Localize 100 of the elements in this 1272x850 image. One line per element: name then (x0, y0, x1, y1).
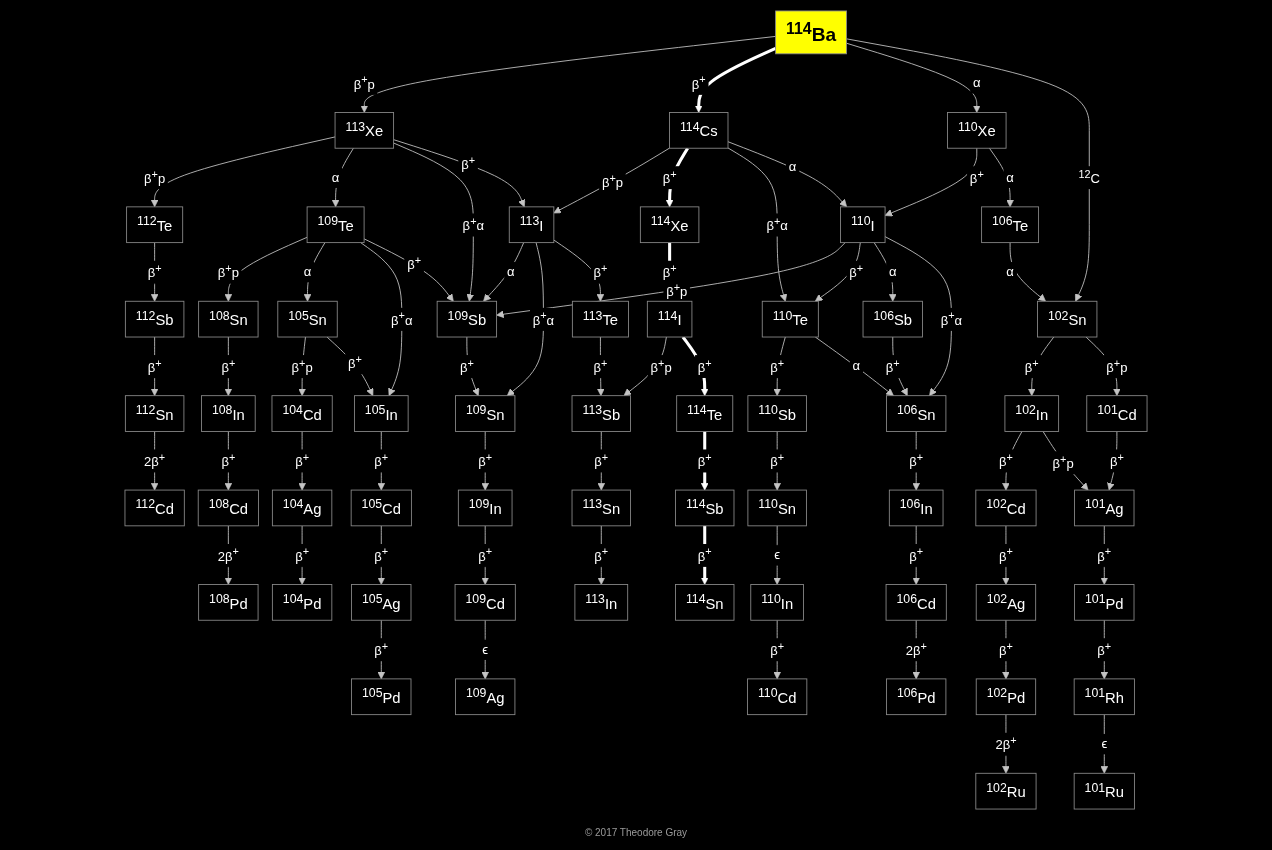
edge-label: β$^{+}$ (461, 154, 475, 172)
node-box: $^{105}$Cd (350, 489, 412, 527)
edge-label: β$^{+}$ (662, 168, 677, 186)
edge-label: β$^{+}$ (849, 262, 864, 280)
node-box: $^{105}$In (354, 395, 409, 432)
edge-label: β$^{+}$p (1106, 357, 1128, 375)
node-box: $^{105}$Pd (351, 678, 412, 716)
node-box: $^{113}$Te (571, 300, 629, 338)
edge-label: β$^{+}$ (909, 545, 924, 564)
edge-label: ϵ (1101, 735, 1108, 751)
edge-label: β$^{+}$p (1052, 453, 1074, 471)
edge-label: β$^{+}$ (295, 451, 310, 469)
node-box: $^{113}$Sb (571, 395, 631, 432)
arrow (681, 336, 709, 396)
edge-label: $^{12}$C (1078, 168, 1101, 186)
node-box: $^{112}$Te (126, 206, 184, 244)
node-box: $^{101}$Ag (1074, 489, 1135, 527)
node-box: $^{104}$Ag (271, 489, 333, 527)
node-box: $^{101}$Ru (1073, 772, 1135, 810)
node-box: $^{114}$Cs (669, 112, 729, 149)
node-box: $^{114}$Te (676, 395, 734, 432)
edge-label: β$^{+}$α (532, 309, 555, 328)
edge-label: β$^{+}$α (940, 309, 963, 328)
node-box: $^{109}$Te (306, 206, 365, 244)
edge-label: β$^{+}$ (593, 262, 608, 280)
node-box: $^{108}$Pd (198, 584, 259, 621)
edge-label: β$^{+}$ (374, 640, 389, 658)
node-box: $^{102}$Sn (1037, 300, 1098, 338)
node-box: $^{106}$Te (981, 206, 1039, 244)
edge-label: β$^{+}$ (697, 545, 712, 564)
edge-label: β$^{+}$ (999, 640, 1013, 658)
edge-label: β$^{+}$ (697, 451, 712, 469)
node-box: $^{106}$Pd (886, 678, 947, 716)
edge-label: β$^{+}$α (766, 215, 788, 233)
node-box: $^{105}$Sn (277, 300, 338, 338)
node-box: $^{109}$Sn (455, 395, 516, 432)
edge-label: β$^{+}$ (1109, 451, 1124, 469)
node-box: $^{110}$Cd (747, 678, 808, 716)
edge-label: β$^{+}$ (478, 451, 493, 469)
node-box: $^{110}$I (840, 206, 886, 244)
edge-label: β$^{+}$ (221, 451, 236, 469)
node-box: $^{102}$Ru (975, 772, 1037, 810)
edge-label: 2β$^{+}$ (905, 640, 927, 658)
edge-label: β$^{+}$ (374, 451, 389, 469)
node-box: $^{114}$Sb (675, 489, 735, 527)
edge-label: β$^{+}$ (691, 73, 706, 92)
edge-label: β$^{+}$α (391, 309, 413, 328)
edge-label: β$^{+}$ (969, 168, 984, 186)
node-box: $^{106}$Sb (862, 300, 923, 338)
edge-label: β$^{+}$ (295, 545, 310, 564)
edge-label: α (1006, 263, 1014, 279)
node-box: $^{110}$In (750, 584, 804, 621)
edge-label: β$^{+}$ (594, 451, 609, 469)
edge-label: β$^{+}$ (147, 357, 162, 375)
edge-label: β$^{+}$ (593, 357, 608, 375)
edge-label: β$^{+}$p (144, 168, 166, 186)
edge-label: α (852, 358, 861, 374)
edge-label: 2β$^{+}$ (217, 545, 239, 564)
edge-label: 2β$^{+}$ (144, 451, 166, 469)
edge-label: α (788, 158, 797, 174)
edge-label: β$^{+}$ (697, 357, 712, 375)
edge-label: α (303, 263, 312, 279)
node-box: $^{106}$Sn (886, 395, 947, 432)
edge-label: α (888, 263, 897, 279)
edge-label: β$^{+}$p (666, 281, 688, 299)
edge-label: α (331, 169, 340, 185)
node-box: $^{108}$Cd (197, 489, 259, 527)
arrow (694, 47, 777, 113)
edge-label: α (507, 263, 515, 279)
node-box: $^{113}$In (574, 584, 629, 621)
node-box: $^{104}$Pd (271, 584, 333, 621)
node-box: $^{102}$Ag (975, 584, 1037, 621)
node-box: $^{102}$Pd (975, 678, 1037, 716)
edge-label: β$^{+}$p (217, 262, 239, 280)
edge-label: β$^{+}$ (594, 545, 609, 564)
node-box: $^{110}$Sb (747, 395, 807, 432)
node-box: $^{101}$Cd (1086, 395, 1148, 432)
edge-label: β$^{+}$ (770, 451, 785, 469)
node-box: $^{102}$Cd (975, 489, 1037, 527)
node-box: $^{112}$Cd (124, 489, 185, 527)
edge-label: β$^{+}$ (999, 451, 1013, 469)
edge-label: 2β$^{+}$ (995, 734, 1017, 752)
node-box: $^{113}$Sn (571, 489, 631, 527)
node-box: $^{114}$Sn (675, 584, 735, 621)
node-box: $^{112}$Sb (124, 300, 185, 338)
node-box: $^{109}$Ag (455, 678, 516, 716)
edge-label: ϵ (774, 547, 781, 562)
node-box: $^{102}$In (1004, 395, 1060, 432)
edge-label: β$^{+}$ (459, 357, 474, 375)
arrow (665, 147, 689, 208)
node-box: $^{108}$Sn (198, 300, 259, 338)
edge-label: β$^{+}$ (348, 353, 362, 371)
edge-label: β$^{+}$p (353, 73, 375, 92)
edge-label: β$^{+}$p (291, 357, 313, 375)
node-box: $^{109}$Sb (436, 300, 498, 338)
node-box: $^{101}$Pd (1074, 584, 1135, 621)
node-box: $^{113}$Xe (334, 112, 395, 149)
node-box: $^{101}$Rh (1073, 678, 1135, 716)
edge-label: β$^{+}$ (1097, 545, 1112, 564)
copyright-note: © 2017 Theodore Gray (584, 827, 688, 838)
